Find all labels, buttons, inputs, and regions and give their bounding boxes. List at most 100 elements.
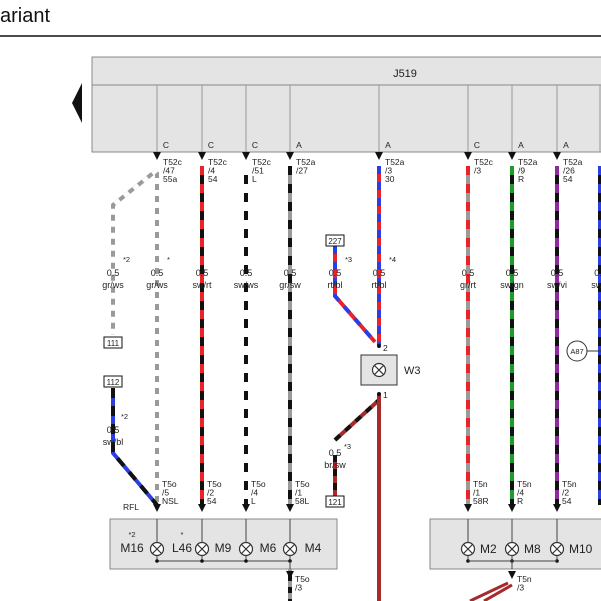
bottom-pin-p8: T5o/3 <box>295 574 310 593</box>
connector-pin-c1-line: 55a <box>163 174 177 184</box>
wire-size-w7: 0.5 <box>462 268 475 278</box>
bottom-pin-p1-line: T5o <box>162 479 177 489</box>
connector-block-c4: A <box>296 140 302 150</box>
bottom-pin-p9-line: T5n <box>517 574 532 584</box>
wire-color-w6: rt/bl <box>371 280 386 290</box>
lamp-label-m4: M4 <box>305 541 322 555</box>
lamp-icon-l46-cross <box>197 544 207 554</box>
wire-size-w10: 0.5 <box>107 425 120 435</box>
wire-note-w1: * <box>167 255 170 264</box>
connector-block-c6: C <box>474 140 480 150</box>
connector-pin-c8-line: 54 <box>563 174 573 184</box>
wire-color-w9: sw/vi <box>547 280 567 290</box>
wire-color-w8: sw/gn <box>500 280 524 290</box>
bottom-pin-p2-line: /2 <box>207 488 214 498</box>
lamp-node-2 <box>244 559 248 563</box>
ref-112-box <box>103 375 123 388</box>
connector-pin-c6: T52c/3 <box>474 157 494 176</box>
wire-color-w11: br/sw <box>324 460 346 470</box>
bottom-pin-p4-line: 58L <box>295 496 309 506</box>
connector-pin-c1-line: /47 <box>163 166 175 176</box>
page-back-arrow-icon[interactable] <box>72 83 82 123</box>
wire-w11-stripe <box>333 398 381 442</box>
lamp-icon-m6 <box>282 541 298 557</box>
pin-arrow-p5 <box>464 504 472 512</box>
w3-lamp-icon <box>371 362 387 378</box>
connector-pin-c1-line: T52c <box>163 157 183 167</box>
w3-node-top <box>377 344 381 348</box>
bottom-pin-p1-line: NSL <box>162 496 179 506</box>
connector-arrow-c4 <box>286 152 294 160</box>
lamp-note-l46: * <box>181 530 184 539</box>
wire-size-w2: 0.5 <box>196 268 209 278</box>
pin-arrow-p4 <box>286 504 294 512</box>
bottom-pin-p7-line: T5n <box>562 479 577 489</box>
wire-note-w11: *3 <box>344 442 351 451</box>
control-unit-body <box>91 84 601 153</box>
ref-121-box <box>325 495 345 508</box>
lamp-label-m9: M9 <box>215 541 232 555</box>
connector-arrow-c3 <box>242 152 250 160</box>
wire-note-w10: *2 <box>121 412 128 421</box>
connector-pin-c2-line: T52c <box>208 157 228 167</box>
bottom-pin-p6-line: /4 <box>517 488 524 498</box>
wire-size-w5: 0.5 <box>329 268 342 278</box>
wire-size-w9: 0.5 <box>551 268 564 278</box>
w3-pin-bottom: 1 <box>383 390 388 400</box>
wire-fan-2-base <box>469 581 509 601</box>
bottom-pin-p3-line: L <box>251 496 256 506</box>
control-unit-header <box>91 56 601 86</box>
connector-block-c3: C <box>252 140 258 150</box>
lamp-icon-l46 <box>194 541 210 557</box>
lamp-icon-m16 <box>149 541 165 557</box>
wire-w0 <box>111 168 159 335</box>
lamp-icon-m9-cross <box>241 544 251 554</box>
connector-pin-c2-line: /4 <box>208 166 215 176</box>
connector-pin-c5-line: 30 <box>385 174 395 184</box>
wire-color-w12: sw/ <box>591 280 601 290</box>
wire-w5 <box>333 246 377 344</box>
bottom-pin-p2-line: 54 <box>207 496 217 506</box>
ref-112: 112 <box>107 378 120 387</box>
wire-w5-stripe <box>333 246 377 344</box>
control-unit-label: J519 <box>393 68 417 80</box>
ground-point-label: A87 <box>570 347 583 356</box>
w3-lamp-icon-cross <box>374 365 384 375</box>
pin-arrow-p1 <box>153 504 161 512</box>
lamp-icon-m9 <box>238 541 254 557</box>
bottom-pin-p9: T5n/3 <box>517 574 532 593</box>
pin-arrow-p6 <box>508 504 516 512</box>
connector-block-c5: A <box>385 140 391 150</box>
lamp-icon-m16-cross <box>152 544 162 554</box>
lamp-note-m16: *2 <box>128 530 135 539</box>
wire-color-w7: gr/rt <box>460 280 477 290</box>
bottom-pin-p7-line: 54 <box>562 496 572 506</box>
bottom-pin-p8-line: /3 <box>295 583 302 593</box>
connector-block-c7: A <box>518 140 524 150</box>
connector-pin-c3-line: /51 <box>252 166 264 176</box>
lamp-label-m2: M2 <box>480 542 497 556</box>
wire-size-w8: 0.5 <box>506 268 519 278</box>
connector-pin-c3-line: L <box>252 174 257 184</box>
pin-arrow-p8 <box>286 571 294 579</box>
bottom-pin-p2-line: T5o <box>207 479 222 489</box>
ref-227: 227 <box>328 237 342 246</box>
pin-arrow-p2 <box>198 504 206 512</box>
connector-arrow-c7 <box>508 152 516 160</box>
connector-pin-c2-line: 54 <box>208 174 218 184</box>
bottom-pin-p3-line: T5o <box>251 479 266 489</box>
lamp-icon-m2-cross <box>463 544 473 554</box>
connector-arrow-c1 <box>153 152 161 160</box>
wire-color-w3: sw/ws <box>234 280 259 290</box>
lamp-icon-m2 <box>460 541 476 557</box>
lamp-label-m16: M16 <box>120 541 144 555</box>
w3-pin-top: 2 <box>383 343 388 353</box>
